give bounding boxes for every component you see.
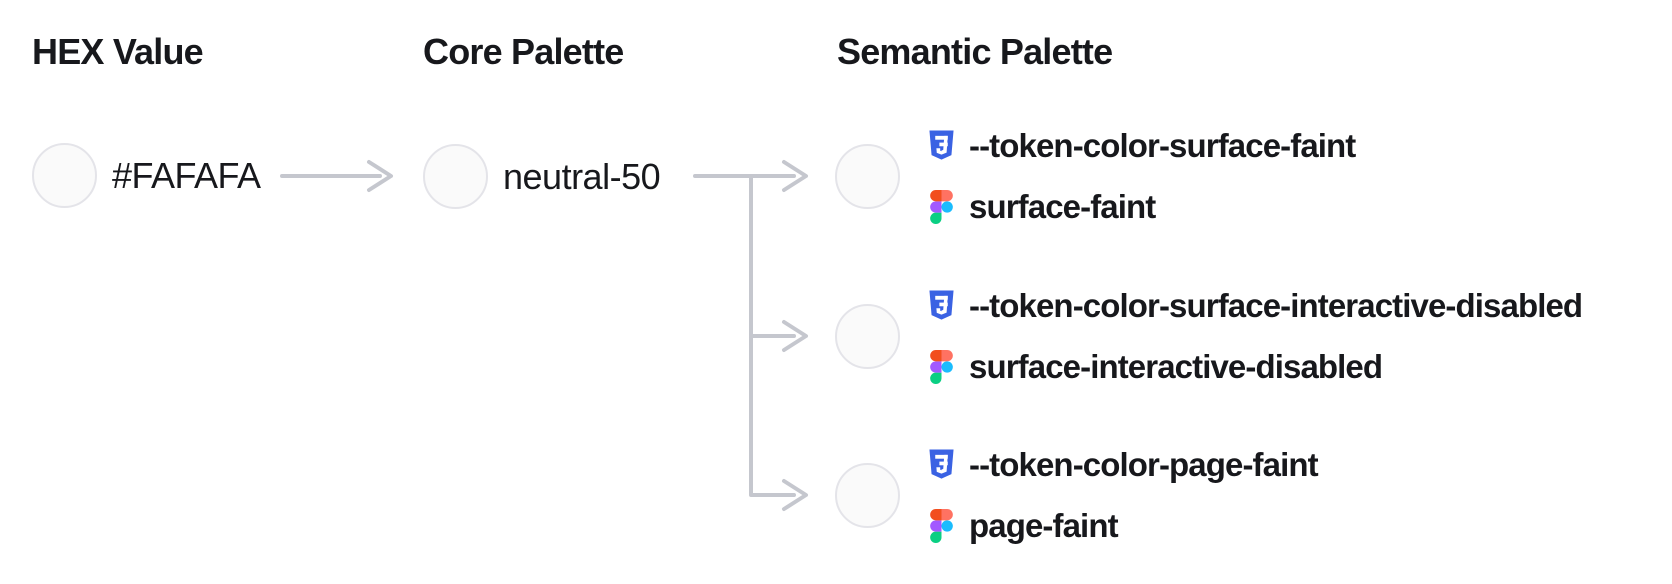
core-palette-label: neutral-50 xyxy=(503,155,661,197)
figma-logo-icon xyxy=(927,349,956,384)
core-color-swatch xyxy=(423,144,488,209)
figma-style-line: surface-faint xyxy=(927,176,1355,237)
column-title-core-palette: Core Palette xyxy=(423,31,624,72)
semantic-token-row: --token-color-surface-faint surface-fain… xyxy=(835,111,1356,241)
hex-value-label: #FAFAFA xyxy=(112,154,261,196)
semantic-color-swatch xyxy=(835,462,900,528)
figma-style-line: surface-interactive-disabled xyxy=(927,336,1582,397)
css3-shield-icon xyxy=(927,290,956,321)
figma-style-name: page-faint xyxy=(969,506,1119,544)
css3-shield-icon xyxy=(927,449,956,480)
column-title-semantic-palette: Semantic Palette xyxy=(837,31,1113,72)
figma-logo-icon xyxy=(927,189,956,224)
css3-shield-icon xyxy=(927,130,956,161)
hex-value-node: #FAFAFA xyxy=(32,143,261,208)
css-variable-line: --token-color-page-faint xyxy=(927,434,1319,495)
css-variable-name: --token-color-page-faint xyxy=(969,445,1319,483)
figma-style-line: page-faint xyxy=(927,495,1318,556)
hex-color-swatch xyxy=(32,143,97,208)
figma-style-name: surface-faint xyxy=(969,187,1156,225)
core-palette-node: neutral-50 xyxy=(423,144,661,209)
semantic-color-swatch xyxy=(835,303,900,369)
figma-logo-icon xyxy=(927,508,956,543)
column-title-hex-value: HEX Value xyxy=(32,31,204,72)
figma-style-name: surface-interactive-disabled xyxy=(969,347,1383,385)
css-variable-name: --token-color-surface-faint xyxy=(969,126,1356,164)
semantic-color-swatch xyxy=(835,143,900,209)
css-variable-line: --token-color-surface-interactive-disabl… xyxy=(927,275,1583,336)
css-variable-name: --token-color-surface-interactive-disabl… xyxy=(969,286,1583,324)
css-variable-line: --token-color-surface-faint xyxy=(927,115,1356,176)
semantic-token-row: --token-color-page-faint page-faint xyxy=(835,430,1319,560)
semantic-token-row: --token-color-surface-interactive-disabl… xyxy=(835,271,1583,401)
